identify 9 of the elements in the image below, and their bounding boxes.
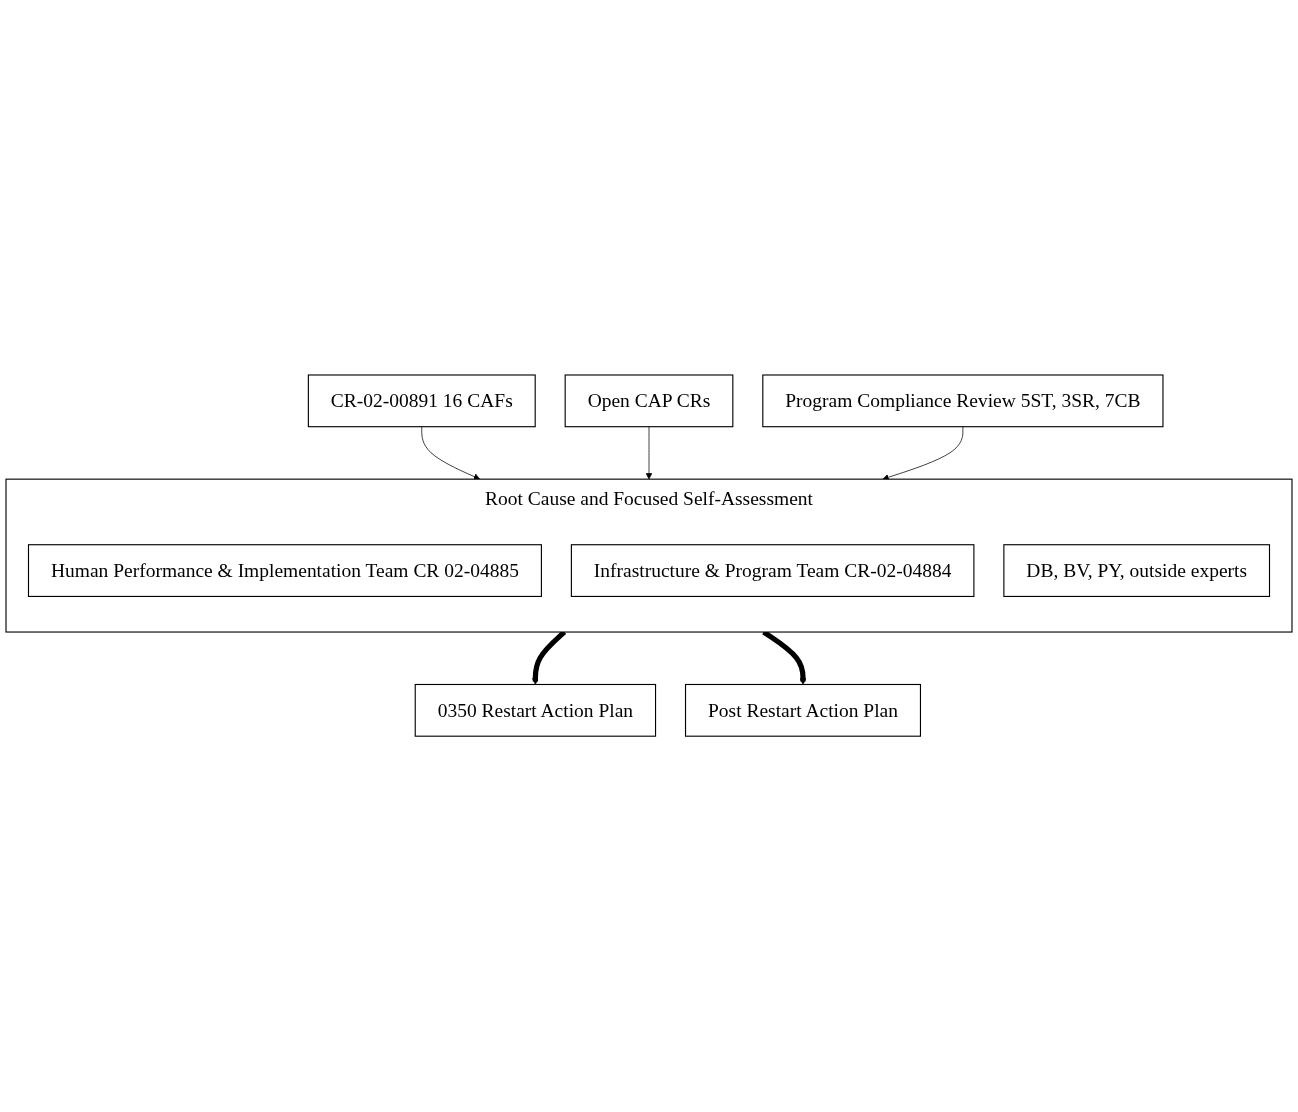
node-box: [307, 374, 536, 428]
node-box: [1003, 544, 1271, 598]
node-box: [564, 374, 734, 428]
node-box: [414, 684, 657, 738]
node-box: [762, 374, 1164, 428]
cluster: [5, 479, 1293, 633]
node-box: [27, 544, 542, 598]
node-box: [684, 684, 921, 738]
node-box: [570, 544, 975, 598]
